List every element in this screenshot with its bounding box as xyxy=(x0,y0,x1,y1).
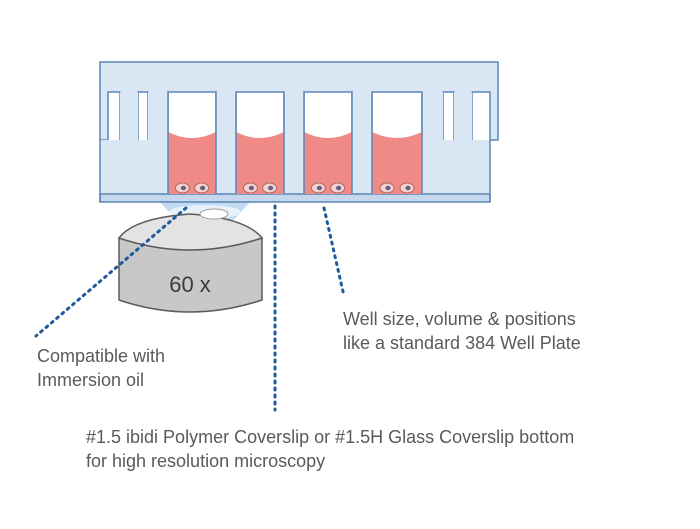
cell-nucleus xyxy=(180,185,186,191)
immersion-label-line2: Immersion oil xyxy=(37,370,145,390)
coverslip-label: #1.5 ibidi Polymer Coverslip or #1.5H Gl… xyxy=(86,425,574,473)
cell-nucleus xyxy=(336,185,342,191)
coverslip-label-line1: #1.5 ibidi Polymer Coverslip or #1.5H Gl… xyxy=(86,427,575,447)
cell-nucleus xyxy=(268,185,274,191)
immersion-label-line1: Compatible with xyxy=(37,346,166,366)
cell-nucleus xyxy=(316,185,322,191)
well-label-line2: like a standard 384 Well Plate xyxy=(343,333,581,353)
cell-nucleus xyxy=(385,185,391,191)
well-medium xyxy=(168,132,422,194)
well-label: Well size, volume & positions like a sta… xyxy=(343,307,581,355)
cells xyxy=(174,182,415,194)
coverslip-label-line2: for high resolution microscopy xyxy=(86,451,326,471)
cell-nucleus xyxy=(200,185,206,191)
leader-lines xyxy=(34,204,346,412)
well-label-line1: Well size, volume & positions xyxy=(343,309,576,329)
cell-nucleus xyxy=(405,185,411,191)
immersion-label: Compatible with Immersion oil xyxy=(37,344,165,392)
cell-nucleus xyxy=(248,185,254,191)
leader-immersion xyxy=(34,206,188,338)
objective-lens: 60 x xyxy=(117,208,264,313)
leader-well xyxy=(322,206,346,298)
objective-magnification: 60 x xyxy=(169,272,211,297)
well-plate xyxy=(99,61,499,203)
